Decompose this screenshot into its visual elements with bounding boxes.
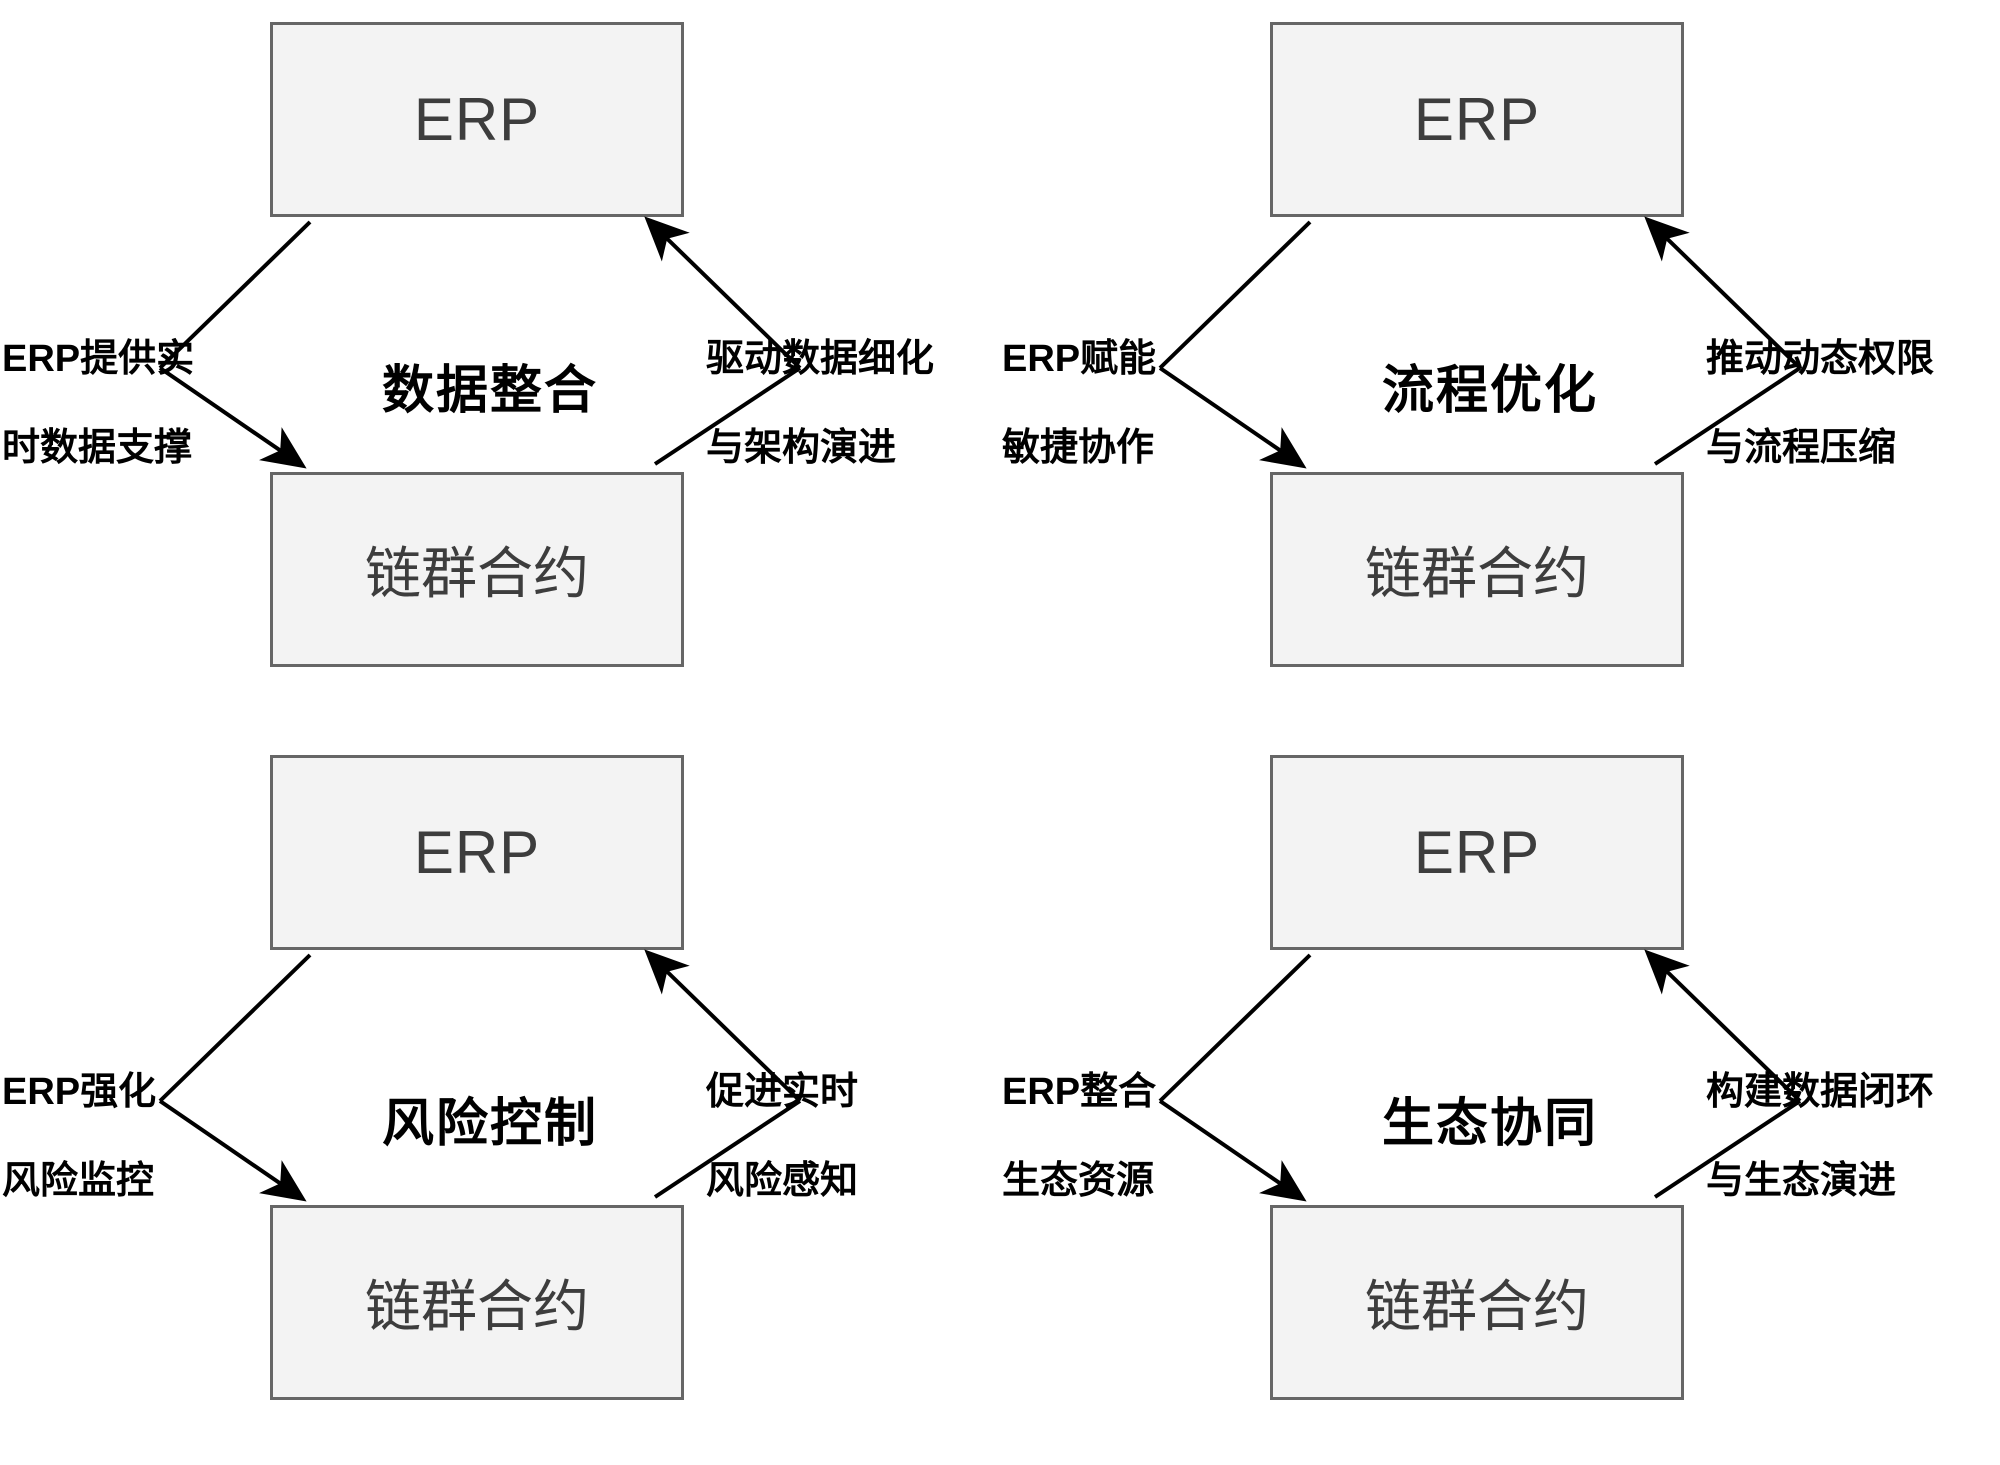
erp-node-label: ERP bbox=[1413, 86, 1541, 153]
contract-node-box: 链群合约 bbox=[1270, 1205, 1684, 1400]
contract-node-label: 链群合约 bbox=[1365, 1275, 1589, 1338]
right-label-line-1: 促进实时 bbox=[706, 1070, 859, 1113]
left-label-line-1: ERP强化 bbox=[2, 1070, 157, 1113]
left-label-line-2: 风险监控 bbox=[2, 1160, 155, 1203]
relationship-left-label: ERP赋能 敏捷协作 bbox=[1002, 292, 1252, 516]
relationship-panel-process-optimization: ERP 链群合约 流程优化 bbox=[1000, 0, 2000, 732]
right-label-line-2: 与流程压缩 bbox=[1706, 427, 1897, 470]
contract-node-label: 链群合约 bbox=[1365, 542, 1589, 605]
contract-node-label: 链群合约 bbox=[365, 1275, 589, 1338]
erp-node-label: ERP bbox=[1413, 819, 1541, 886]
relationship-right-label: 促进实时 风险感知 bbox=[706, 1025, 986, 1249]
relationship-panel-risk-control: ERP 链群合约 风险控制 bbox=[0, 733, 1000, 1465]
relationship-center-label: 生态协同 bbox=[1325, 1033, 1655, 1217]
relationship-center-label: 流程优化 bbox=[1325, 300, 1655, 484]
left-label-line-2: 时数据支撑 bbox=[2, 427, 193, 470]
relationship-right-label: 驱动数据细化 与架构演进 bbox=[706, 292, 986, 516]
right-label-line-2: 风险感知 bbox=[706, 1160, 859, 1203]
left-label-line-2: 敏捷协作 bbox=[1002, 427, 1155, 470]
erp-node-box: ERP bbox=[270, 22, 684, 217]
relationship-left-label: ERP提供实 时数据支撑 bbox=[2, 292, 252, 516]
right-label-line-1: 构建数据闭环 bbox=[1706, 1070, 1935, 1113]
erp-node-label: ERP bbox=[413, 819, 541, 886]
relationship-panel-data-integration: ERP 链群合约 bbox=[0, 0, 1000, 732]
center-label-text: 流程优化 bbox=[1381, 362, 1598, 421]
erp-node-box: ERP bbox=[270, 755, 684, 950]
center-label-text: 数据整合 bbox=[381, 362, 598, 421]
erp-node-box: ERP bbox=[1270, 755, 1684, 950]
erp-node-label: ERP bbox=[413, 86, 541, 153]
contract-node-box: 链群合约 bbox=[1270, 472, 1684, 667]
right-label-line-2: 与生态演进 bbox=[1706, 1160, 1897, 1203]
left-label-line-2: 生态资源 bbox=[1002, 1160, 1155, 1203]
relationship-panel-ecosystem-synergy: ERP 链群合约 生态协同 bbox=[1000, 733, 2000, 1465]
contract-node-box: 链群合约 bbox=[270, 1205, 684, 1400]
left-label-line-1: ERP赋能 bbox=[1002, 337, 1157, 380]
contract-node-box: 链群合约 bbox=[270, 472, 684, 667]
relationship-left-label: ERP整合 生态资源 bbox=[1002, 1025, 1252, 1249]
left-label-line-1: ERP整合 bbox=[1002, 1070, 1157, 1113]
right-label-line-1: 驱动数据细化 bbox=[706, 337, 935, 380]
relationship-right-label: 构建数据闭环 与生态演进 bbox=[1706, 1025, 1986, 1249]
left-label-line-1: ERP提供实 bbox=[2, 337, 195, 380]
relationship-center-label: 风险控制 bbox=[325, 1033, 655, 1217]
right-label-line-1: 推动动态权限 bbox=[1706, 337, 1935, 380]
contract-node-label: 链群合约 bbox=[365, 542, 589, 605]
relationship-center-label: 数据整合 bbox=[325, 300, 655, 484]
relationship-right-label: 推动动态权限 与流程压缩 bbox=[1706, 292, 1986, 516]
erp-node-box: ERP bbox=[1270, 22, 1684, 217]
right-label-line-2: 与架构演进 bbox=[706, 427, 897, 470]
relationship-left-label: ERP强化 风险监控 bbox=[2, 1025, 252, 1249]
center-label-text: 生态协同 bbox=[1381, 1095, 1598, 1154]
center-label-text: 风险控制 bbox=[381, 1095, 598, 1154]
